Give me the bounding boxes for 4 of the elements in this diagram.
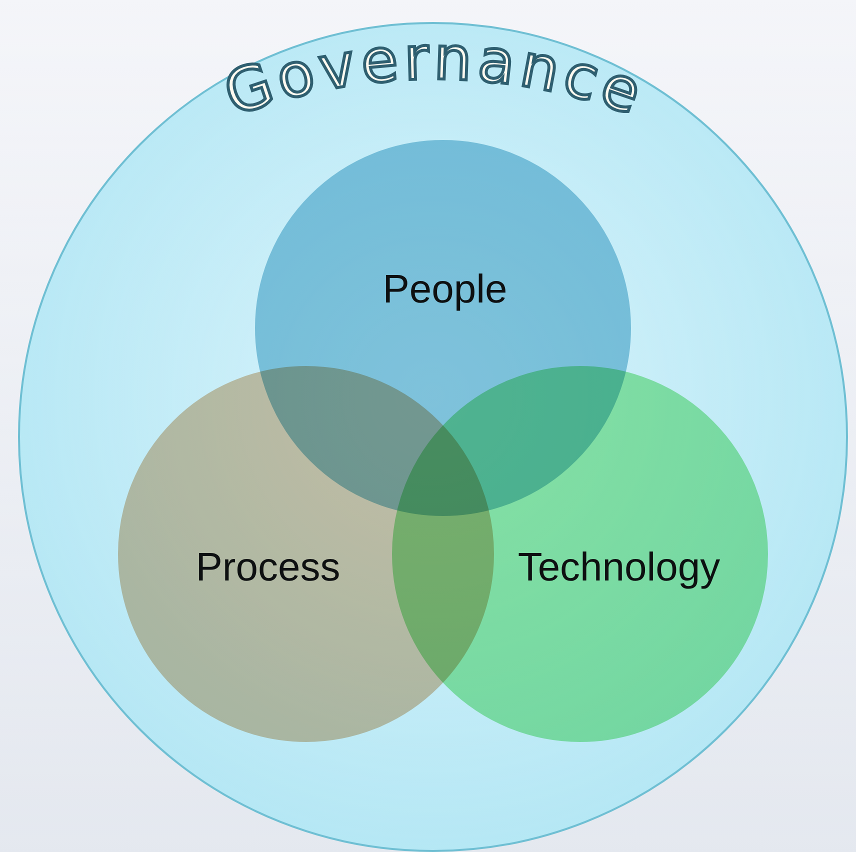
circle-label: Technology — [518, 546, 720, 590]
title: Governance — [216, 24, 654, 130]
circle-label: Process — [196, 546, 340, 590]
circle-label: People — [382, 268, 508, 312]
